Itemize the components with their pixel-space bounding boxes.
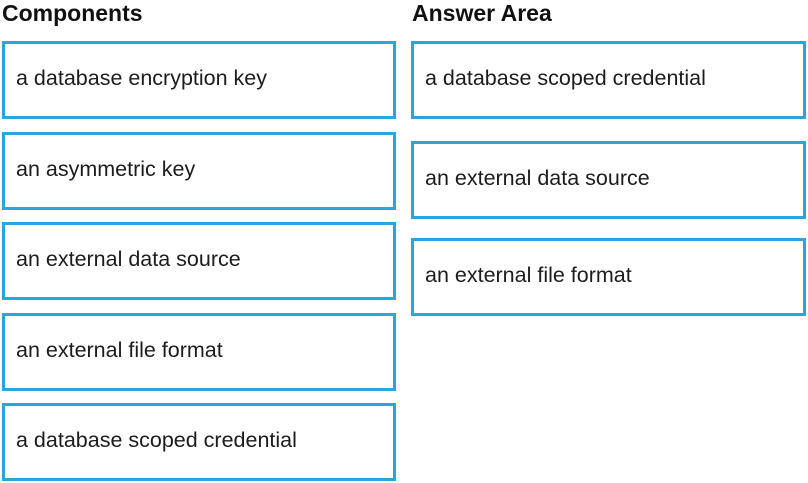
answer-area-heading: Answer Area bbox=[412, 0, 552, 26]
component-item-database-scoped-credential[interactable]: a database scoped credential bbox=[2, 403, 396, 481]
answer-slot-label: an external data source bbox=[425, 165, 650, 190]
component-item-external-data-source[interactable]: an external data source bbox=[2, 222, 396, 300]
answer-slot-2[interactable]: an external data source bbox=[411, 141, 806, 219]
answer-slot-1[interactable]: a database scoped credential bbox=[411, 41, 806, 119]
answer-slot-label: a database scoped credential bbox=[425, 65, 706, 90]
answer-slot-label: an external file format bbox=[425, 262, 632, 287]
components-heading: Components bbox=[2, 0, 143, 26]
component-item-label: a database scoped credential bbox=[16, 427, 297, 452]
component-item-label: an external file format bbox=[16, 337, 223, 362]
component-item-database-encryption-key[interactable]: a database encryption key bbox=[2, 41, 396, 119]
component-item-label: an asymmetric key bbox=[16, 156, 196, 181]
component-item-asymmetric-key[interactable]: an asymmetric key bbox=[2, 132, 396, 210]
component-item-label: an external data source bbox=[16, 246, 241, 271]
answer-slot-3[interactable]: an external file format bbox=[411, 238, 806, 316]
component-item-external-file-format[interactable]: an external file format bbox=[2, 313, 396, 391]
component-item-label: a database encryption key bbox=[16, 65, 267, 90]
